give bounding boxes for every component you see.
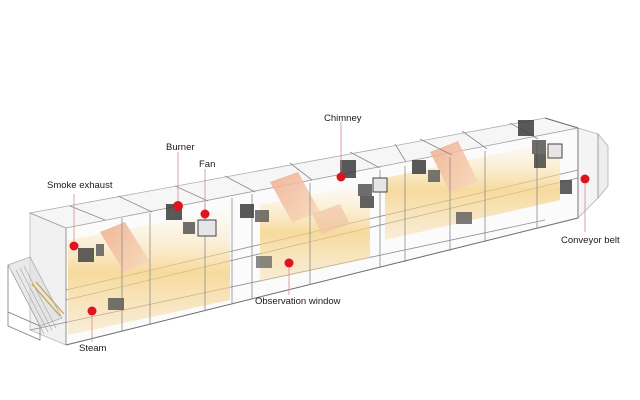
marker-smoke-exhaust	[69, 241, 79, 251]
flue-hoods	[100, 141, 478, 272]
label-burner: Burner	[166, 142, 195, 153]
label-chimney: Chimney	[324, 113, 362, 124]
label-smoke-exhaust: Smoke exhaust	[47, 180, 113, 191]
marker-burner	[173, 201, 183, 211]
labels: Smoke exhaust Burner Fan Chimney Observa…	[47, 113, 620, 354]
marker-observation-window	[284, 258, 294, 268]
label-steam: Steam	[79, 343, 107, 354]
label-conveyor-belt: Conveyor belt	[561, 235, 620, 246]
leader-lines	[73, 122, 586, 342]
marker-fan	[200, 209, 210, 219]
outfeed-end	[577, 127, 609, 219]
label-fan: Fan	[199, 159, 215, 170]
label-observation-window: Observation window	[255, 296, 341, 307]
component-markers	[69, 172, 590, 316]
marker-steam	[87, 306, 97, 316]
infeed-conveyor	[7, 256, 65, 341]
marker-chimney	[336, 172, 346, 182]
equipment-units	[78, 120, 572, 310]
marker-conveyor-belt	[580, 174, 590, 184]
